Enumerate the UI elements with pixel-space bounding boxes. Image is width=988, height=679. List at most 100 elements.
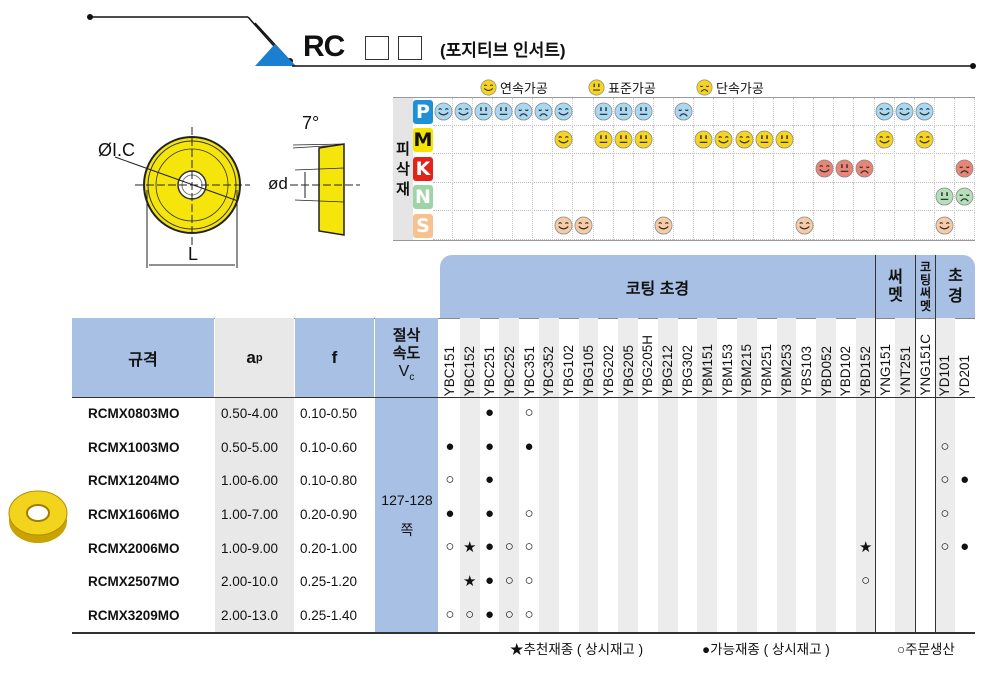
face-legend-neutral: 표준가공 (588, 78, 656, 97)
availability-mark: ● (484, 504, 495, 522)
availability-mark: ○ (445, 471, 455, 489)
material-cell (433, 154, 454, 183)
availability-mark: ○ (940, 437, 950, 455)
divider (915, 318, 916, 632)
title-box (365, 36, 389, 60)
material-cell (814, 154, 835, 183)
grade-name: YBC252 (501, 345, 517, 396)
page-title: RC (303, 30, 345, 63)
material-M: M (413, 128, 433, 153)
material-cell (433, 98, 454, 126)
grade-name: YBD152 (858, 345, 874, 396)
sad-face-icon (855, 159, 874, 178)
material-cell (513, 154, 534, 183)
group-coated-cermet: 코팅써멧 (915, 255, 935, 318)
material-cell (754, 126, 775, 155)
material-cell (955, 154, 975, 183)
availability-mark: ● (960, 471, 970, 489)
cell-f: 0.10-0.80 (300, 473, 358, 489)
material-K: K (413, 156, 433, 181)
material-cell (573, 154, 594, 183)
material-cell (614, 211, 634, 240)
smile-face-icon (915, 102, 934, 121)
cell-spec: RCMX1003MO (88, 439, 180, 455)
material-cell (533, 183, 554, 212)
divider (393, 97, 975, 98)
ap-column-bg (215, 397, 294, 632)
smile-face-icon (875, 102, 894, 121)
material-cell (754, 98, 775, 126)
material-P: P (413, 100, 433, 124)
grade-name: YBG212 (660, 344, 676, 396)
material-cell (814, 211, 835, 240)
material-cell (553, 126, 574, 155)
material-cell (734, 183, 755, 212)
neutral-face-icon (775, 130, 794, 149)
material-cell (915, 98, 935, 126)
grade-name: YBG105 (580, 344, 596, 396)
grade-column: YBD152 (855, 318, 876, 632)
grade-name: YBG202 (600, 344, 616, 396)
material-cell (473, 154, 494, 183)
material-cell (654, 126, 674, 155)
neutral-face-icon (835, 159, 854, 178)
material-cell (453, 98, 474, 126)
material-cell (875, 98, 895, 126)
material-cell (533, 126, 554, 155)
material-cell (674, 183, 694, 212)
grade-name: YBM251 (759, 344, 775, 396)
material-cell (915, 126, 935, 155)
neutral-face-icon (474, 102, 493, 121)
material-cell (573, 211, 594, 240)
availability-mark: ○ (445, 538, 455, 556)
material-cell (714, 211, 735, 240)
material-cell (915, 183, 935, 212)
material-cell (774, 211, 795, 240)
availability-mark: ★ (858, 539, 873, 557)
material-cell (774, 98, 795, 126)
insert-image (8, 490, 68, 543)
availability-mark: ○ (524, 605, 534, 623)
cell-f: 0.20-1.00 (300, 540, 358, 556)
smile-face-icon (715, 130, 733, 149)
grade-column: YBM215 (737, 318, 757, 632)
material-cell (553, 154, 574, 183)
material-cell (854, 98, 875, 126)
material-cell (854, 211, 875, 240)
angle-label: 7° (302, 113, 320, 133)
cell-f: 0.25-1.40 (300, 607, 358, 623)
grade-column: YBC252 (499, 318, 520, 632)
grade-column: YBG212 (657, 318, 678, 632)
grade-column: YBG105 (578, 318, 599, 632)
grade-name: YBM253 (778, 344, 794, 396)
material-cell (935, 154, 955, 183)
face-legend-sad: 단속가공 (696, 78, 764, 97)
material-cell (614, 183, 634, 212)
material-cell (794, 154, 815, 183)
material-cell (634, 154, 654, 183)
neutral-face-icon (634, 102, 653, 121)
face-legend-label: 단속가공 (716, 81, 764, 96)
material-row-K (433, 154, 975, 183)
material-cell (614, 126, 634, 155)
grade-column: YNT251 (895, 318, 916, 632)
material-cell (875, 211, 895, 240)
material-cell (814, 183, 835, 212)
material-cell (834, 98, 855, 126)
cell-ap: 2.00-13.0 (221, 607, 279, 623)
cell-ap: 0.50-5.00 (221, 439, 279, 455)
material-cell (553, 98, 574, 126)
face-legend-label: 표준가공 (608, 81, 656, 96)
material-cell (915, 154, 935, 183)
material-cell (493, 126, 514, 155)
legend-order: ○주문생산 (897, 642, 955, 657)
group-carbide: 초경 (935, 255, 975, 318)
availability-mark: ● (445, 504, 455, 522)
material-cell (533, 211, 554, 240)
smile-face-icon (875, 130, 894, 149)
material-cell (714, 183, 735, 212)
smile-face-icon (735, 130, 753, 149)
